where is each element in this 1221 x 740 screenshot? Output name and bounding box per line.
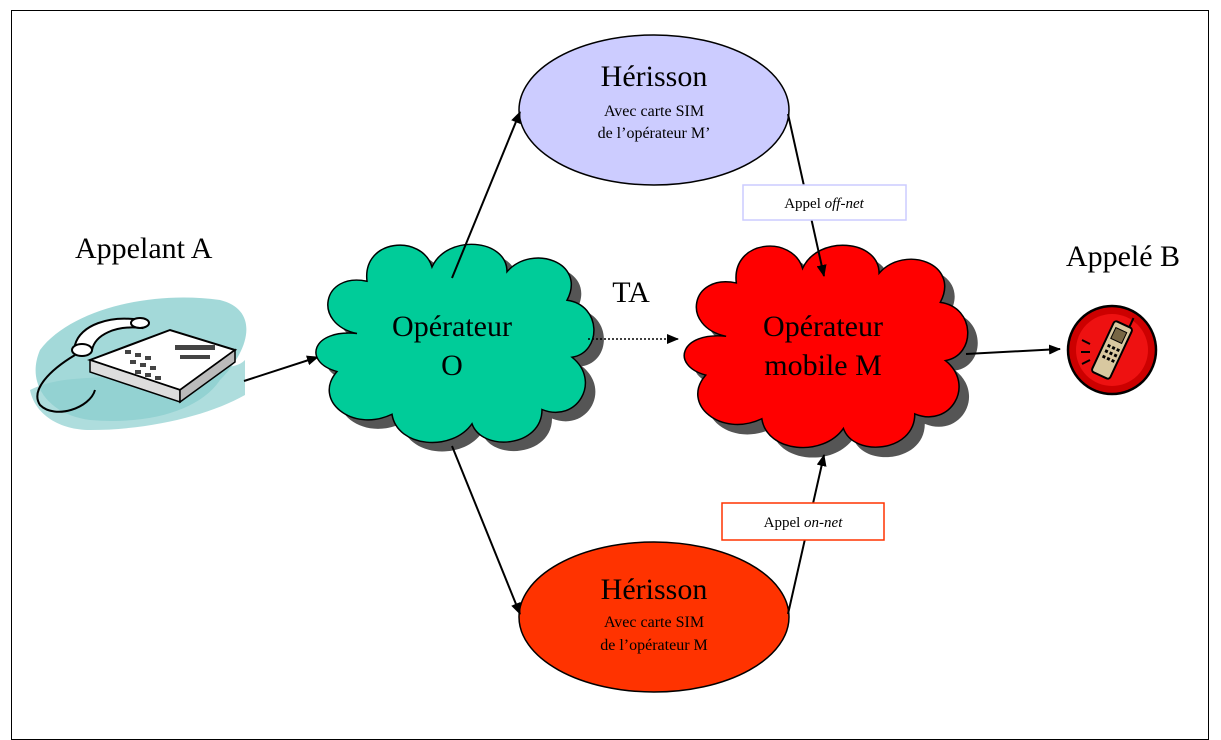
herisson-top: Hérisson Avec carte SIM de l’opérateur M…: [518, 34, 790, 186]
herisson-top-line1: Avec carte SIM: [604, 103, 704, 120]
offnet-prefix: Appel: [784, 196, 824, 212]
svg-text:Appel off-net: Appel off-net: [784, 196, 864, 212]
ta-label: TA: [612, 276, 650, 309]
herisson-bottom: Hérisson Avec carte SIM de l’opérateur M: [518, 541, 790, 693]
callee-label: Appelé B: [1066, 240, 1180, 273]
herisson-top-title: Hérisson: [601, 60, 708, 93]
offnet-term: off-net: [825, 196, 865, 212]
operator-m-cloud: Opérateur mobile M: [683, 244, 978, 458]
operator-m-line1: Opérateur: [763, 310, 883, 343]
onnet-label-box: Appel on-net: [721, 502, 885, 541]
ringing-mobile-phone-icon: [1066, 304, 1158, 396]
arrow-caller-to-operator-o: [243, 355, 319, 382]
herisson-top-line2: de l’opérateur M’: [598, 125, 711, 142]
onnet-term: on-net: [804, 515, 843, 531]
herisson-bottom-line1: Avec carte SIM: [604, 614, 704, 631]
arrow-operator-m-to-callee: [965, 344, 1061, 355]
arrow-operator-o-to-herisson-bottom: [451, 445, 521, 615]
herisson-bottom-line2: de l’opérateur M: [600, 637, 708, 654]
arrow-operator-o-to-herisson-top: [451, 111, 521, 279]
operator-o-line1: Opérateur: [392, 310, 512, 343]
desk-telephone-icon: [30, 297, 247, 430]
onnet-prefix: Appel: [764, 515, 804, 531]
caller-label: Appelant A: [75, 232, 213, 265]
offnet-label-box: Appel off-net: [742, 184, 907, 221]
operator-o-cloud: Opérateur O: [315, 243, 604, 452]
operator-o-line2: O: [441, 349, 463, 382]
herisson-bottom-title: Hérisson: [601, 573, 708, 606]
svg-text:Appel on-net: Appel on-net: [764, 515, 844, 531]
operator-m-line2: mobile M: [764, 349, 882, 382]
